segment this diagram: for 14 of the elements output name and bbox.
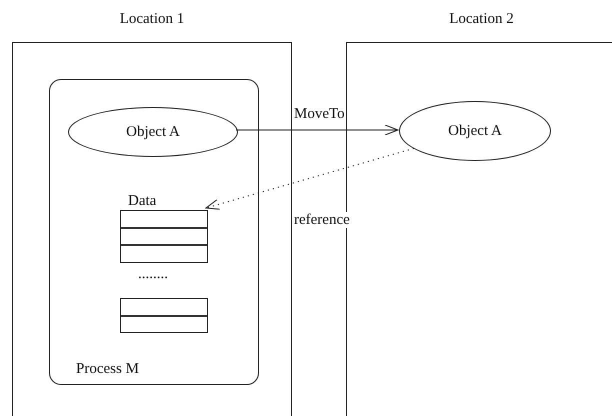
process-box [49, 79, 259, 385]
object-ellipse [68, 107, 238, 157]
arrow [236, 124, 398, 136]
object-label: Object A [448, 122, 502, 140]
process-label: Process M [76, 361, 139, 378]
object-label: Object A [126, 124, 180, 140]
location-heading: Location 2 [448, 11, 515, 28]
edge-label: reference [293, 212, 351, 228]
ellipsis-label: ........ [138, 266, 168, 283]
location-heading: Location 1 [118, 11, 186, 28]
record-table [120, 298, 208, 333]
dotted-arrow [206, 148, 414, 210]
data-label: Data [128, 192, 156, 210]
object-ellipse [399, 101, 551, 161]
